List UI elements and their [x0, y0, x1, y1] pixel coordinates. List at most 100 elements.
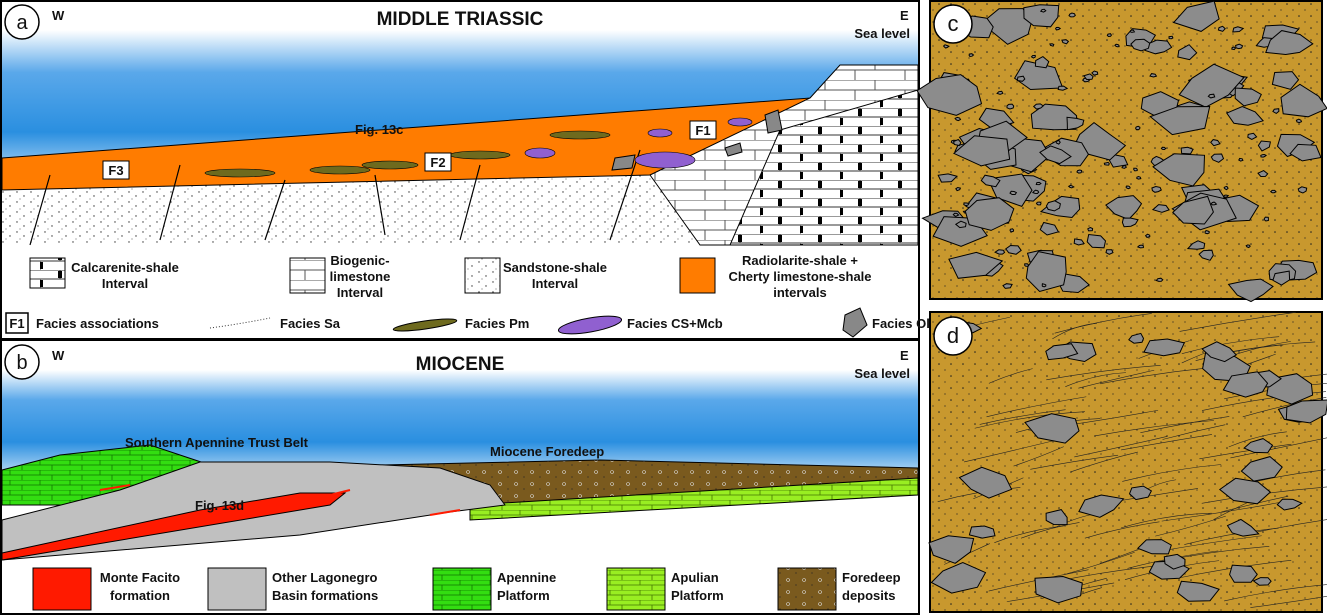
foliation-line: [1078, 369, 1155, 389]
clast: [1272, 270, 1291, 286]
panel-c: c: [916, 0, 1327, 303]
legend-row-2: F1 Facies associations Facies Sa Facies …: [5, 307, 930, 338]
clast: [1160, 146, 1167, 151]
clast: [1035, 201, 1042, 206]
legend-radiolarite: Radiolarite-shale +: [742, 253, 858, 268]
clast: [1039, 221, 1060, 236]
clast: [1172, 195, 1214, 225]
legend-facies-ol: Facies Ol: [872, 316, 930, 331]
clast: [1136, 539, 1172, 555]
legend-monte-facito: Monte Facito: [100, 570, 180, 585]
clast: [928, 535, 975, 564]
clast: [1032, 103, 1045, 110]
clast: [1218, 477, 1272, 505]
legend-lagonegro: Other Lagonegro: [272, 570, 378, 585]
clast: [1231, 46, 1237, 51]
legend-row-1: Calcarenite-shale Interval Biogenic- lim…: [29, 253, 872, 300]
east-label: E: [900, 8, 909, 23]
clast: [1144, 233, 1151, 238]
clast: [1149, 105, 1211, 136]
clast: [1023, 4, 1060, 28]
clast: [1243, 438, 1274, 454]
clast: [1238, 157, 1244, 162]
clast: [1232, 26, 1245, 33]
foliation-line: [1122, 464, 1222, 482]
panel-d-letter: d: [947, 323, 959, 348]
legend-b: Monte Facito formation Other Lagonegro B…: [32, 567, 901, 611]
clast: [1297, 186, 1308, 194]
clast: [1285, 399, 1327, 424]
foliation-line: [988, 368, 1033, 384]
clast: [1223, 185, 1229, 191]
foliation-line: [1084, 521, 1160, 539]
foliation-line: [1121, 512, 1212, 529]
clast: [1105, 195, 1143, 221]
clast: [1121, 164, 1128, 169]
clast: [1125, 185, 1131, 190]
clast: [1172, 0, 1220, 32]
foliation-line: [1020, 522, 1080, 539]
fig-13c-label: Fig. 13c: [355, 122, 403, 137]
clast: [1269, 189, 1277, 194]
belt-label: Southern Apennine Trust Belt: [125, 435, 309, 450]
clast: [980, 174, 1001, 188]
clast: [1114, 43, 1120, 48]
apulian-platform: [469, 477, 919, 521]
foliation-line: [1155, 515, 1226, 537]
legend-lagonegro-2: Basin formations: [272, 588, 378, 603]
foliation-line: [1199, 443, 1292, 460]
clast: [1176, 580, 1220, 602]
clast: [1280, 83, 1327, 118]
clast: [968, 53, 975, 58]
clast: [1067, 184, 1075, 189]
panel-a: F3 F2 F1 Fig. 13c a W MIDDLE TRIASSIC E …: [0, 0, 930, 340]
monte-facito-formation: [1, 492, 347, 561]
legend-calcarenite: Calcarenite-shale: [71, 260, 179, 275]
legend-foredeep: Foredeep: [842, 570, 901, 585]
clast: [1260, 153, 1268, 158]
clast: [1105, 249, 1114, 255]
clasts-c: [916, 0, 1327, 303]
clast: [952, 212, 960, 217]
clast: [1257, 170, 1269, 178]
facies-cs-mcb: [524, 117, 753, 169]
foliation-line: [1046, 365, 1161, 381]
clast: [1076, 169, 1083, 174]
panel-d: d: [928, 311, 1327, 613]
clast: [1086, 233, 1107, 249]
clast: [1057, 85, 1069, 91]
clast: [1295, 118, 1303, 124]
clast: [1229, 564, 1258, 583]
clast: [1121, 217, 1139, 228]
clast: [916, 74, 983, 116]
fig-13d-label: Fig. 13d: [195, 498, 244, 513]
foliation-line: [1140, 416, 1230, 434]
clast: [1039, 145, 1072, 165]
facies-pm-lenses: [204, 130, 611, 178]
east-label-b: E: [900, 348, 909, 363]
clast: [1234, 87, 1262, 107]
clast: [1133, 167, 1138, 172]
f1-label: F1: [695, 123, 710, 138]
clast: [1240, 456, 1283, 482]
clast: [1005, 244, 1022, 255]
clast: [1045, 343, 1079, 361]
clast: [1041, 283, 1047, 288]
legend-calcarenite-2: Interval: [102, 276, 148, 291]
foliation-line: [964, 439, 1057, 463]
clast: [964, 197, 1015, 231]
clast: [1130, 38, 1151, 52]
legend-radiolarite-3: intervals: [773, 285, 826, 300]
clast: [954, 220, 967, 229]
clast: [1276, 498, 1303, 511]
clast: [1155, 277, 1164, 282]
foliation-line: [1054, 313, 1152, 334]
legend-biogenic-2: limestone: [330, 269, 391, 284]
legend-radiolarite-2: Cherty limestone-shale: [728, 269, 871, 284]
legend-apennine: Apennine: [497, 570, 556, 585]
foliation-line: [1066, 551, 1135, 575]
clast: [1136, 244, 1144, 249]
clast: [1143, 338, 1186, 357]
foliation-line: [1250, 595, 1327, 608]
